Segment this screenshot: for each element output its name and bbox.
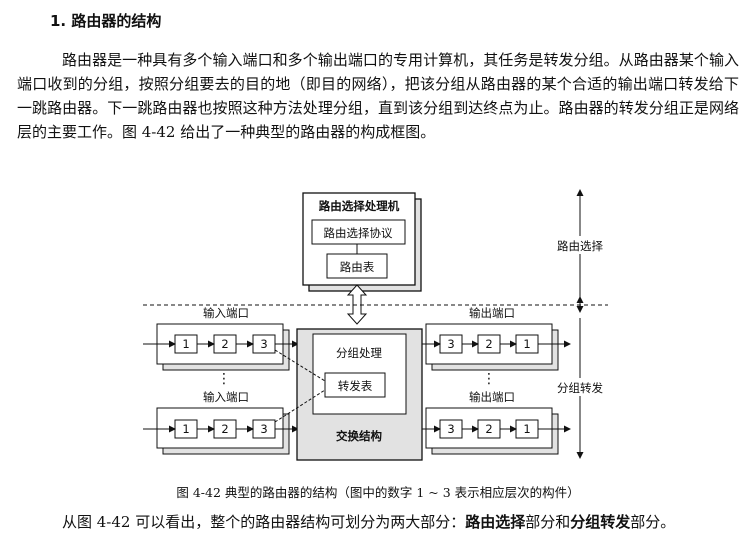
routing-section-label: 路由选择 bbox=[557, 239, 603, 253]
input-layer-1: 1 bbox=[182, 337, 189, 351]
output-port-top: 输出端口 3 2 1 bbox=[422, 306, 571, 371]
input-layer-3: 3 bbox=[260, 422, 267, 436]
input-layer-3: 3 bbox=[260, 337, 267, 351]
term-forwarding: 分组转发 bbox=[570, 513, 631, 531]
switch-fabric-box: 分组处理 转发表 交换结构 bbox=[296, 328, 423, 461]
input-port-label: 输入端口 bbox=[203, 306, 249, 320]
routing-processor-label: 路由选择处理机 bbox=[319, 199, 400, 213]
output-ellipsis: ⋮ bbox=[482, 371, 496, 387]
output-port-label: 输出端口 bbox=[469, 390, 515, 404]
input-layer-2: 2 bbox=[221, 422, 228, 436]
output-layer-2: 2 bbox=[485, 422, 492, 436]
summary-paragraph: 从图 4-42 可以看出，整个的路由器结构可划分为两大部分：路由选择部分和分组转… bbox=[17, 510, 739, 534]
summary-text: 部分和 bbox=[525, 513, 571, 531]
section-heading: 1. 路由器的结构 bbox=[50, 12, 162, 30]
routing-table-label: 路由表 bbox=[340, 260, 375, 274]
intro-paragraph: 路由器是一种具有多个输入端口和多个输出端口的专用计算机，其任务是转发分组。从路由… bbox=[17, 51, 739, 141]
input-ellipsis: ⋮ bbox=[217, 371, 231, 387]
input-port-bottom: 输入端口 1 2 3 bbox=[143, 390, 299, 455]
routing-protocol-label: 路由选择协议 bbox=[324, 226, 393, 240]
output-layer-1: 1 bbox=[523, 422, 530, 436]
packet-processing-label: 分组处理 bbox=[336, 346, 382, 360]
input-layer-2: 2 bbox=[221, 337, 228, 351]
input-port-label: 输入端口 bbox=[203, 390, 249, 404]
input-port-top: 输入端口 1 2 3 bbox=[143, 306, 299, 371]
forwarding-section-label: 分组转发 bbox=[557, 381, 603, 395]
output-layer-3: 3 bbox=[447, 422, 454, 436]
output-layer-1: 1 bbox=[523, 337, 530, 351]
routing-table-box bbox=[326, 253, 388, 279]
output-layer-2: 2 bbox=[485, 337, 492, 351]
output-port-bottom: 输出端口 3 2 1 bbox=[422, 390, 571, 455]
summary-text: 从图 4-42 可以看出，整个的路由器结构可划分为两大部分： bbox=[62, 513, 466, 531]
routing-processor-box: 路由选择处理机 路由选择协议 路由表 bbox=[302, 192, 422, 292]
summary-text: 部分。 bbox=[630, 513, 676, 531]
input-layer-1: 1 bbox=[182, 422, 189, 436]
term-routing: 路由选择 bbox=[465, 513, 526, 531]
forwarding-table-label: 转发表 bbox=[338, 379, 373, 393]
output-layer-3: 3 bbox=[447, 337, 454, 351]
switch-fabric-label: 交换结构 bbox=[336, 429, 382, 443]
forwarding-table-box bbox=[324, 372, 386, 398]
output-port-label: 输出端口 bbox=[469, 306, 515, 320]
routing-protocol-box bbox=[311, 219, 406, 245]
figure-caption: 图 4-42 典型的路由器的结构（图中的数字 1 ~ 3 表示相应层次的构件） bbox=[176, 485, 580, 500]
